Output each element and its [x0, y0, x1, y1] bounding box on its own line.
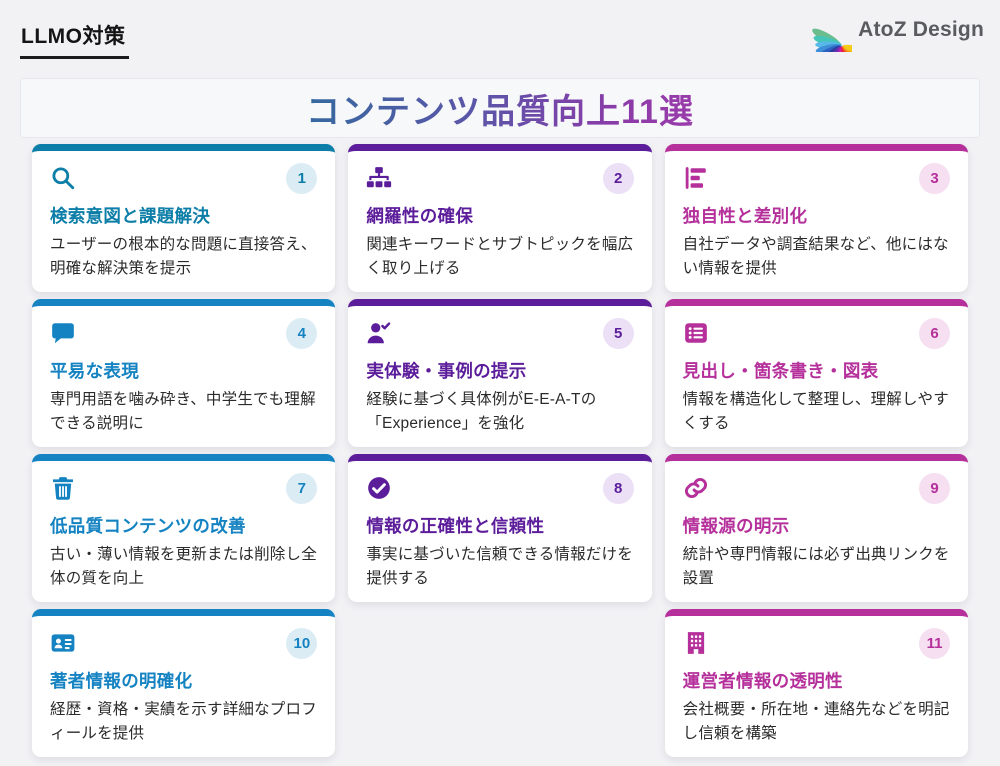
card-title: 情報の正確性と信頼性 [366, 516, 545, 536]
card-title: 網羅性の確保 [366, 206, 474, 226]
card-description: 関連キーワードとサブトピックを幅広く取り上げる [366, 236, 634, 277]
card-title: 情報源の明示 [682, 516, 790, 536]
card-8: 8 情報の正確性と信頼性 事実に基づいた信頼できる情報だけを提供する [348, 454, 652, 602]
card-1: 1 検索意図と課題解決 ユーザーの根本的な問題に直接答え、明確な解決策を提示 [32, 144, 336, 292]
card-header: 2 [366, 163, 634, 194]
bar-chart-icon [683, 165, 709, 191]
card-number-badge: 5 [602, 318, 634, 349]
card-header: 8 [366, 473, 634, 504]
card-11: 11 運営者情報の透明性 会社概要・所在地・連絡先などを明記し信頼を構築 [664, 609, 968, 757]
link-icon [683, 475, 709, 501]
top-bar: LLMO対策 AtoZ Design [0, 0, 1000, 59]
card-5: 5 実体験・事例の提示 経験に基づく具体例がE-E-A-Tの「Experienc… [348, 299, 652, 447]
card-number-badge: 2 [602, 163, 634, 194]
card-header: 4 [50, 318, 318, 349]
card-3: 3 独自性と差別化 自社データや調査結果など、他にはない情報を提供 [664, 144, 968, 292]
card-2: 2 網羅性の確保 関連キーワードとサブトピックを幅広く取り上げる [348, 144, 652, 292]
id-card-icon [50, 630, 76, 656]
card-title: 独自性と差別化 [682, 206, 808, 226]
card-description: 古い・薄い情報を更新または削除し全体の質を向上 [50, 546, 317, 587]
card-number-badge: 11 [919, 628, 950, 659]
card-number-badge: 3 [919, 163, 950, 194]
card-header: 5 [366, 318, 634, 349]
title-banner: コンテンツ品質向上11選 [20, 78, 980, 138]
card-number-badge: 1 [286, 163, 318, 194]
card-header: 10 [50, 628, 318, 659]
sitemap-icon [366, 165, 392, 191]
user-check-icon [366, 320, 392, 346]
card-9: 9 情報源の明示 統計や専門情報には必ず出典リンクを設置 [664, 454, 968, 602]
comment-icon [50, 320, 76, 346]
card-title: 検索意図と課題解決 [50, 206, 211, 226]
page-title: コンテンツ品質向上11選 [306, 84, 694, 133]
card-description: 経歴・資格・実績を示す詳細なプロフィールを提供 [50, 701, 317, 742]
card-header: 11 [683, 628, 950, 659]
brand-logo: AtoZ Design [804, 8, 984, 52]
card-description: 情報を構造化して整理し、理解しやすくする [682, 391, 949, 432]
card-title: 運営者情報の透明性 [682, 671, 843, 691]
card-number-badge: 8 [602, 473, 634, 504]
card-description: 専門用語を噛み砕き、中学生でも理解できる説明に [50, 391, 316, 432]
card-title: 見出し・箇条書き・図表 [682, 361, 879, 381]
card-description: ユーザーの根本的な問題に直接答え、明確な解決策を提示 [50, 236, 317, 277]
card-title: 著者情報の明確化 [50, 671, 193, 691]
card-7: 7 低品質コンテンツの改善 古い・薄い情報を更新または削除し全体の質を向上 [32, 454, 336, 602]
trash-icon [50, 475, 76, 501]
card-header: 6 [683, 318, 950, 349]
card-description: 事実に基づいた信頼できる情報だけを提供する [366, 546, 633, 587]
search-icon [50, 165, 76, 191]
flower-logo-icon [812, 28, 853, 52]
card-number-badge: 9 [919, 473, 950, 504]
building-icon [683, 630, 709, 656]
card-header: 1 [50, 163, 318, 194]
card-number-badge: 10 [286, 628, 318, 659]
card-header: 9 [683, 473, 950, 504]
card-description: 会社概要・所在地・連絡先などを明記し信頼を構築 [682, 701, 950, 742]
card-number-badge: 6 [919, 318, 950, 349]
list-square-icon [683, 320, 709, 346]
card-description: 自社データや調査結果など、他にはない情報を提供 [682, 236, 949, 277]
card-header: 3 [683, 163, 950, 194]
card-title: 実体験・事例の提示 [366, 361, 527, 381]
card-10: 10 著者情報の明確化 経歴・資格・実績を示す詳細なプロフィールを提供 [32, 609, 336, 757]
card-title: 低品質コンテンツの改善 [50, 516, 246, 536]
card-number-badge: 4 [286, 318, 318, 349]
card-grid: 1 検索意図と課題解決 ユーザーの根本的な問題に直接答え、明確な解決策を提示 2… [32, 144, 968, 757]
card-number-badge: 7 [286, 473, 318, 504]
card-description: 経験に基づく具体例がE-E-A-Tの「Experience」を強化 [366, 391, 597, 432]
card-title: 平易な表現 [50, 361, 139, 381]
page-tag: LLMO対策 [20, 20, 130, 59]
card-6: 6 見出し・箇条書き・図表 情報を構造化して整理し、理解しやすくする [664, 299, 968, 447]
card-description: 統計や専門情報には必ず出典リンクを設置 [682, 546, 950, 587]
card-header: 7 [50, 473, 318, 504]
check-circle-icon [366, 475, 392, 501]
card-4: 4 平易な表現 専門用語を噛み砕き、中学生でも理解できる説明に [32, 299, 336, 447]
brand-name: AtoZ Design [858, 18, 984, 41]
